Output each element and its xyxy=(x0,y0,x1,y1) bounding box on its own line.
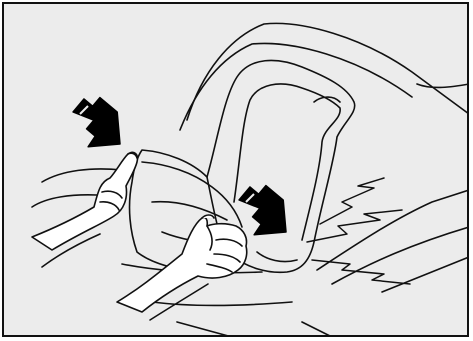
illustration-frame xyxy=(2,2,469,337)
seat-illustration xyxy=(2,2,469,337)
